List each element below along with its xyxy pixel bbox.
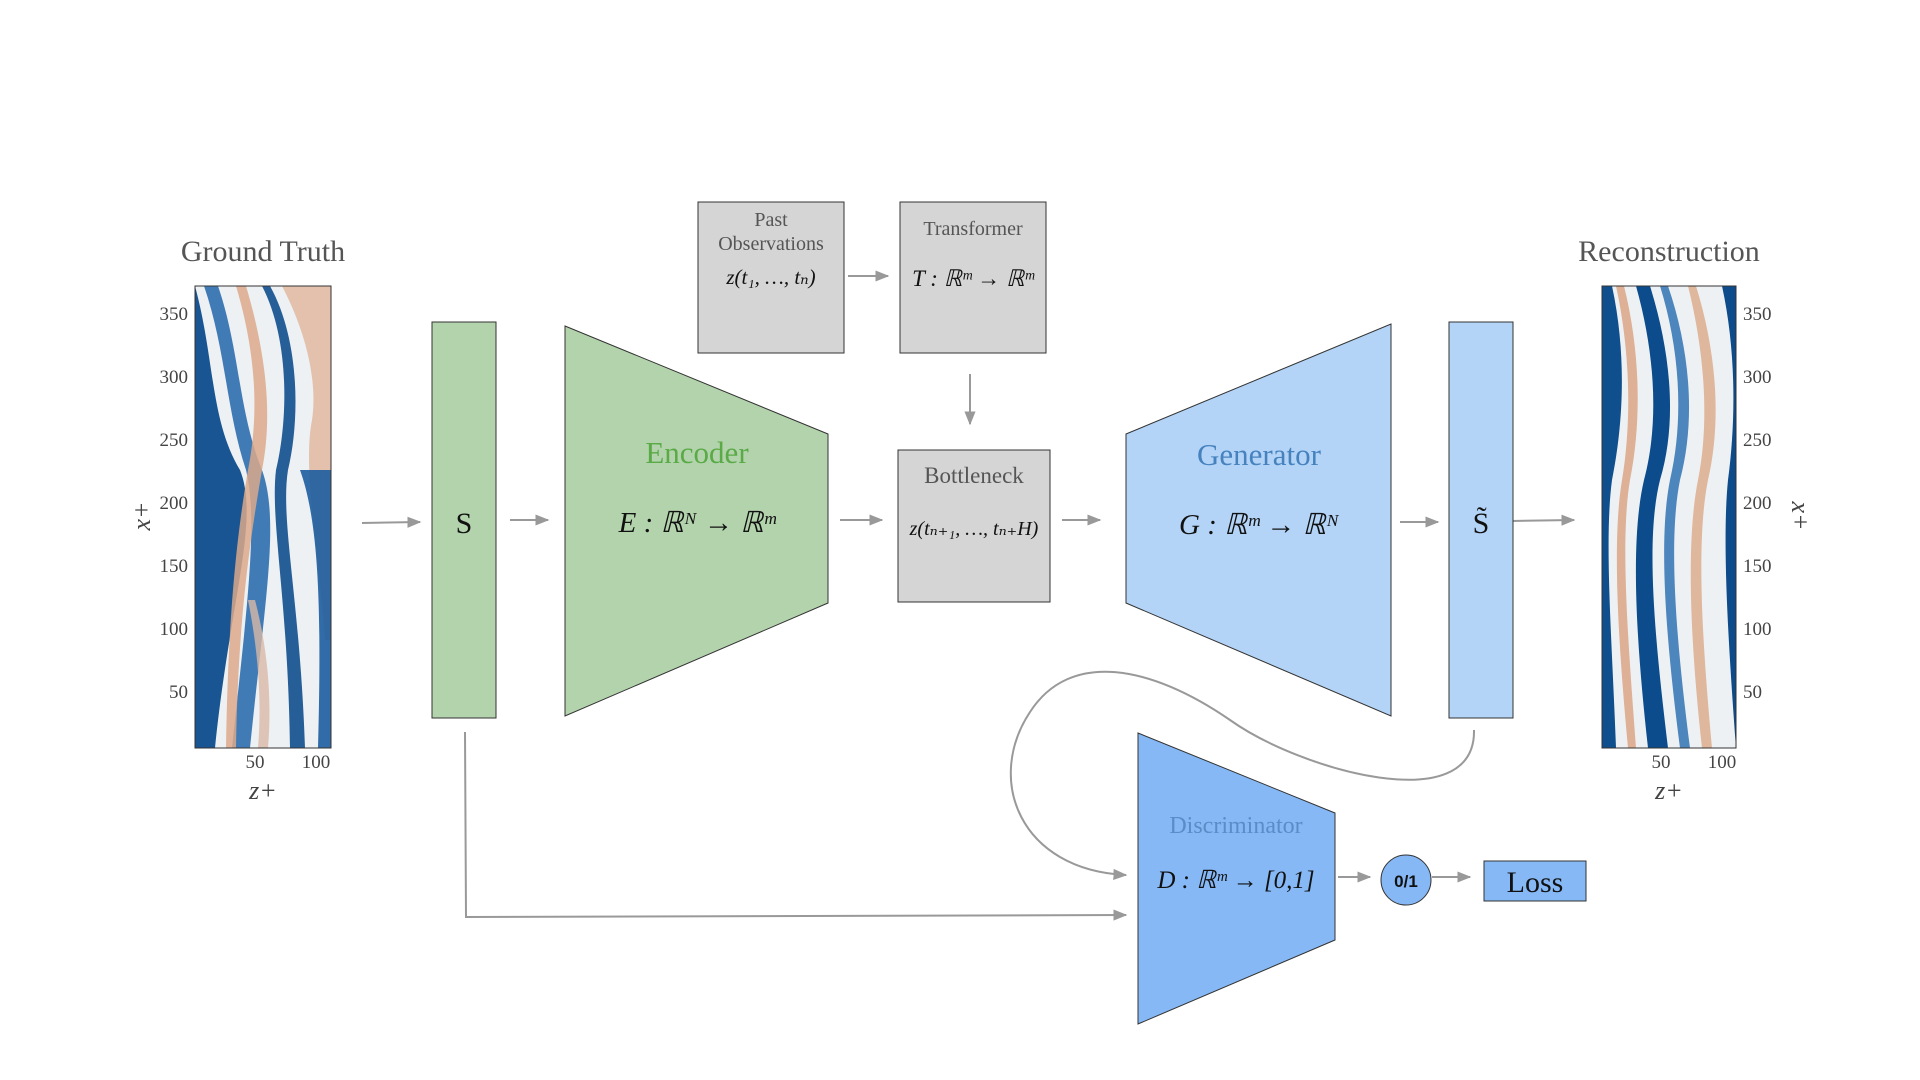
reconstruction-x-ticks: 50 100 [1652,752,1737,773]
past-observations-box: Past Observations z(t₁, …, tₙ) [697,201,845,354]
encoder-equation: E : ℝᴺ → ℝᵐ [618,507,777,539]
encoder-title: Encoder [645,435,749,470]
s-tilde-box: S̃ [1448,321,1514,719]
arrow-stilde-to-discriminator [1009,670,1476,880]
gt-ytick: 100 [160,619,189,640]
encoder-block: Encoder E : ℝᴺ → ℝᵐ [564,325,829,717]
bottleneck-equation: z(tₙ₊₁, …, tₙ₊H) [909,518,1039,540]
rec-ytick: 350 [1743,304,1772,325]
arrow-s-to-discriminator [464,731,1128,921]
arrow-gt-to-s [361,516,422,528]
s-tilde-label: S̃ [1473,507,1490,540]
rec-ytick: 150 [1743,556,1772,577]
transformer-box: Transformer T : ℝᵐ → ℝᵐ [899,201,1047,354]
generator-equation: G : ℝᵐ → ℝᴺ [1179,509,1340,541]
reconstruction-field [1602,286,1736,748]
ground-truth-x-ticks: 50 100 [246,752,331,773]
output-node: 0/1 [1380,854,1432,906]
gt-ytick: 150 [160,556,189,577]
generator-block: Generator G : ℝᵐ → ℝᴺ [1125,323,1392,717]
ground-truth-y-ticks: 350 300 250 200 150 100 50 [160,304,189,703]
reconstruction-plot: Reconstruction 350 300 250 200 150 100 5… [1578,235,1815,805]
rec-ytick: 100 [1743,619,1772,640]
loss-box: Loss [1483,860,1587,902]
gt-ytick: 50 [169,682,188,703]
bottleneck-box: Bottleneck z(tₙ₊₁, …, tₙ₊H) [897,449,1051,603]
ground-truth-field [195,286,331,748]
past-observations-line2: Observations [718,233,824,255]
ground-truth-xlabel: z+ [248,776,277,805]
arrow-stilde-to-reconstruction [1511,514,1576,526]
rec-xtick: 50 [1652,752,1671,773]
bottleneck-title: Bottleneck [924,463,1024,488]
s-label: S [456,507,473,540]
reconstruction-title: Reconstruction [1578,235,1760,268]
output-label: 0/1 [1394,872,1418,891]
loss-label: Loss [1507,866,1564,899]
gt-ytick: 250 [160,430,189,451]
past-observations-line1: Past [754,209,788,231]
rec-ytick: 250 [1743,430,1772,451]
reconstruction-y-ticks: 350 300 250 200 150 100 50 [1743,304,1772,703]
generator-title: Generator [1197,437,1322,472]
gt-ytick: 300 [160,367,189,388]
ground-truth-title: Ground Truth [181,235,345,268]
past-observations-equation: z(t₁, …, tₙ) [725,265,815,289]
discriminator-equation: D : ℝᵐ → [0,1] [1156,867,1314,894]
connection-arrows [361,270,1576,921]
reconstruction-xlabel: z+ [1654,776,1683,805]
gt-ytick: 350 [160,304,189,325]
rec-xtick: 100 [1708,752,1737,773]
gt-ytick: 200 [160,493,189,514]
discriminator-block: Discriminator D : ℝᵐ → [0,1] [1137,732,1336,1025]
discriminator-title: Discriminator [1169,813,1302,839]
reconstruction-ylabel: x+ [1786,500,1815,530]
transformer-equation: T : ℝᵐ → ℝᵐ [912,266,1035,291]
ground-truth-plot: Ground Truth 350 300 250 200 150 100 50 … [127,235,345,805]
gt-xtick: 100 [302,752,331,773]
rec-ytick: 300 [1743,367,1772,388]
gt-xtick: 50 [246,752,265,773]
ground-truth-ylabel: x+ [127,501,156,531]
s-box: S [431,321,497,719]
transformer-title: Transformer [923,218,1023,240]
rec-ytick: 50 [1743,682,1762,703]
rec-ytick: 200 [1743,493,1772,514]
